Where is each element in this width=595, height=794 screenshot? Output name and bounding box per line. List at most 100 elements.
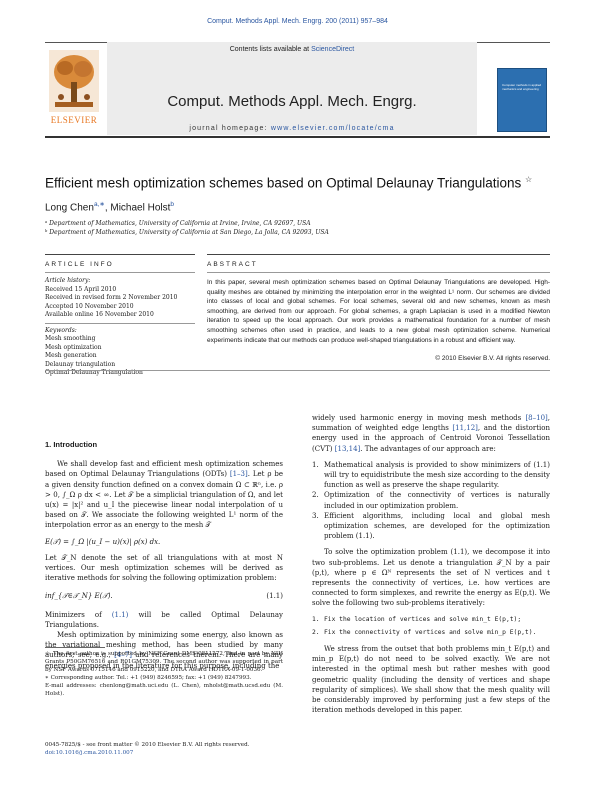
equation-energy-text: E(𝒯) = ∫_Ω |(u_I − u)(x)| ρ(x) dx. xyxy=(45,537,161,546)
rule-abstract-top xyxy=(207,254,550,255)
history-item: Accepted 10 November 2010 xyxy=(45,302,134,310)
footnote-funding: ☆ The first author is supported by NSF G… xyxy=(45,651,283,673)
abstract-text: In this paper, several mesh optimization… xyxy=(207,279,550,344)
info-divider xyxy=(45,322,195,324)
text-run: will be called Optimal Delaunay Triangul… xyxy=(45,610,283,629)
citation-link[interactable]: [4–7] xyxy=(114,651,132,660)
footnote-rule xyxy=(45,647,105,648)
left-column: 1. Introduction We shall develop fast an… xyxy=(45,440,283,671)
list-number: 3. xyxy=(312,511,319,520)
affiliations: ᵃ Department of Mathematics, University … xyxy=(45,219,329,237)
step-number: 1. xyxy=(312,615,320,623)
publisher-name: ELSEVIER xyxy=(50,115,98,125)
keyword-item: Optimal Delaunay Triangulation xyxy=(45,369,143,376)
history-label: Article history: xyxy=(45,277,91,284)
list-number: 2. xyxy=(312,491,319,500)
keyword-item: Mesh smoothing xyxy=(45,335,96,342)
equation-optimization: inf_{𝒯∈𝒯_N} E(𝒯). (1.1) xyxy=(45,591,283,601)
text-run: . Let ρ be a given density function defi… xyxy=(45,470,283,530)
step-number: 2. xyxy=(312,628,320,636)
elsevier-logo: ELSEVIER xyxy=(45,48,103,126)
history-item: Received in revised form 2 November 2010 xyxy=(45,294,178,301)
history-item: Received 15 April 2010 xyxy=(45,285,117,293)
title-footnote-mark[interactable]: ☆ xyxy=(525,175,533,184)
right-paragraph-2: To solve the optimization problem (1.1),… xyxy=(312,548,550,608)
history-item: Available online 16 November 2010 xyxy=(45,311,154,318)
affiliation-b: ᵇ Department of Mathematics, University … xyxy=(45,229,329,236)
article-title-text: Efficient mesh optimization schemes base… xyxy=(45,175,522,191)
right-paragraph-3: We stress from the outset that both prob… xyxy=(312,645,550,715)
article-info-heading: ARTICLE INFO xyxy=(45,261,114,268)
journal-title: Comput. Methods Appl. Mech. Engrg. xyxy=(167,93,417,110)
citation-link[interactable]: [13,14] xyxy=(334,444,361,453)
article-info: Article history: Received 15 April 2010 … xyxy=(45,277,195,378)
citation-link[interactable]: [1–3] xyxy=(229,470,248,479)
journal-banner: ELSEVIER Contents lists available at Sci… xyxy=(45,42,550,138)
author-separator: , xyxy=(104,202,111,214)
journal-homepage: journal homepage: www.elsevier.com/locat… xyxy=(107,125,477,132)
text-run: , summation of weighted edge lengths xyxy=(312,414,550,433)
issn-line: 0045-7825/$ - see front matter © 2010 El… xyxy=(45,742,250,748)
list-text: Optimization of the connectivity of vert… xyxy=(324,491,550,510)
list-item: 2. Optimization of the connectivity of v… xyxy=(312,490,550,510)
rule-info-top xyxy=(45,254,195,255)
text-run: Mesh optimization by minimizing some ene… xyxy=(45,631,283,660)
list-text: Mathematical analysis is provided to sho… xyxy=(324,460,550,490)
keyword-item: Mesh optimization xyxy=(45,343,102,351)
article-title: Efficient mesh optimization schemes base… xyxy=(45,175,550,191)
text-run: . The advantages of our approach are: xyxy=(360,444,496,453)
banner-rule-bottom xyxy=(45,136,550,138)
running-header[interactable]: Comput. Methods Appl. Mech. Engrg. 200 (… xyxy=(207,18,388,25)
author-holst-affil-link[interactable]: b xyxy=(170,201,175,208)
banner-center: Contents lists available at ScienceDirec… xyxy=(107,42,477,135)
intro-paragraph-2: Let 𝒯_N denote the set of all triangulat… xyxy=(45,553,283,583)
step-item: 1. Fix the location of vertices and solv… xyxy=(312,615,550,625)
text-run: We shall develop fast and efficient mesh… xyxy=(45,460,283,479)
rule-info-under xyxy=(45,272,195,273)
author-chen-affil-link[interactable]: a,∗ xyxy=(93,201,105,208)
footnote-emails: E-mail addresses: chenlong@math.uci.edu … xyxy=(45,683,283,697)
author-holst: Michael Holst xyxy=(110,202,171,214)
advantages-list: 1. Mathematical analysis is provided to … xyxy=(312,460,550,542)
rule-abstract-bottom xyxy=(45,370,550,371)
list-item: 1. Mathematical analysis is provided to … xyxy=(312,460,550,491)
section-title-introduction: 1. Introduction xyxy=(45,440,98,449)
intro-paragraph-4: Mesh optimization by minimizing some ene… xyxy=(45,630,283,671)
footnote-corresponding: ∗ Corresponding author. Tel.: +1 (949) 8… xyxy=(45,675,252,681)
journal-cover-image: Computer methods in applied mechanics an… xyxy=(497,68,547,132)
equation-ref-link[interactable]: (1.1) xyxy=(111,610,129,619)
authors: Long Chena,∗, Michael Holstb xyxy=(45,200,174,213)
sciencedirect-link[interactable]: ScienceDirect xyxy=(311,46,355,53)
intro-paragraph-1: We shall develop fast and efficient mesh… xyxy=(45,459,283,530)
keywords-label: Keywords: xyxy=(45,326,77,334)
text-run: and references therein. There are many e… xyxy=(45,651,284,670)
list-text: Efficient algorithms, including local an… xyxy=(324,511,550,541)
list-number: 1. xyxy=(312,460,319,469)
citation-link[interactable]: [11,12] xyxy=(452,424,478,433)
homepage-prefix: journal homepage: xyxy=(189,125,271,132)
right-paragraph-1: widely used harmonic energy in moving me… xyxy=(312,413,550,454)
keyword-item: Delaunay triangulation xyxy=(45,360,116,368)
equation-energy: E(𝒯) = ∫_Ω |(u_I − u)(x)| ρ(x) dx. xyxy=(45,537,283,547)
keyword-item: Mesh generation xyxy=(45,352,97,359)
affiliation-a: ᵃ Department of Mathematics, University … xyxy=(45,220,311,227)
homepage-link[interactable]: www.elsevier.com/locate/cma xyxy=(270,125,395,132)
list-item: 3. Efficient algorithms, including local… xyxy=(312,511,550,542)
contents-prefix: Contents lists available at xyxy=(229,46,312,53)
elsevier-tree-icon xyxy=(49,50,99,112)
copyright-line: © 2010 Elsevier B.V. All rights reserved… xyxy=(435,355,550,362)
text-run: Minimizers of xyxy=(45,610,112,619)
citation-link[interactable]: [8–10] xyxy=(525,414,548,422)
footnotes: ☆ The first author is supported by NSF G… xyxy=(45,650,283,698)
step-text: Fix the connectivity of vertices and sol… xyxy=(324,628,537,636)
cover-text: Computer methods in applied mechanics an… xyxy=(502,83,542,91)
step-item: 2. Fix the connectivity of vertices and … xyxy=(312,628,550,638)
author-chen: Long Chen xyxy=(45,202,94,214)
doi-link[interactable]: doi:10.1016/j.cma.2010.11.007 xyxy=(45,750,134,756)
bottom-meta: 0045-7825/$ - see front matter © 2010 El… xyxy=(45,741,249,757)
steps-list: 1. Fix the location of vertices and solv… xyxy=(312,615,550,638)
equation-optimization-text: inf_{𝒯∈𝒯_N} E(𝒯). xyxy=(45,592,113,601)
rule-abstract-under xyxy=(207,272,550,273)
intro-paragraph-3: Minimizers of (1.1) will be called Optim… xyxy=(45,610,283,630)
step-text: Fix the location of vertices and solve m… xyxy=(324,615,522,623)
